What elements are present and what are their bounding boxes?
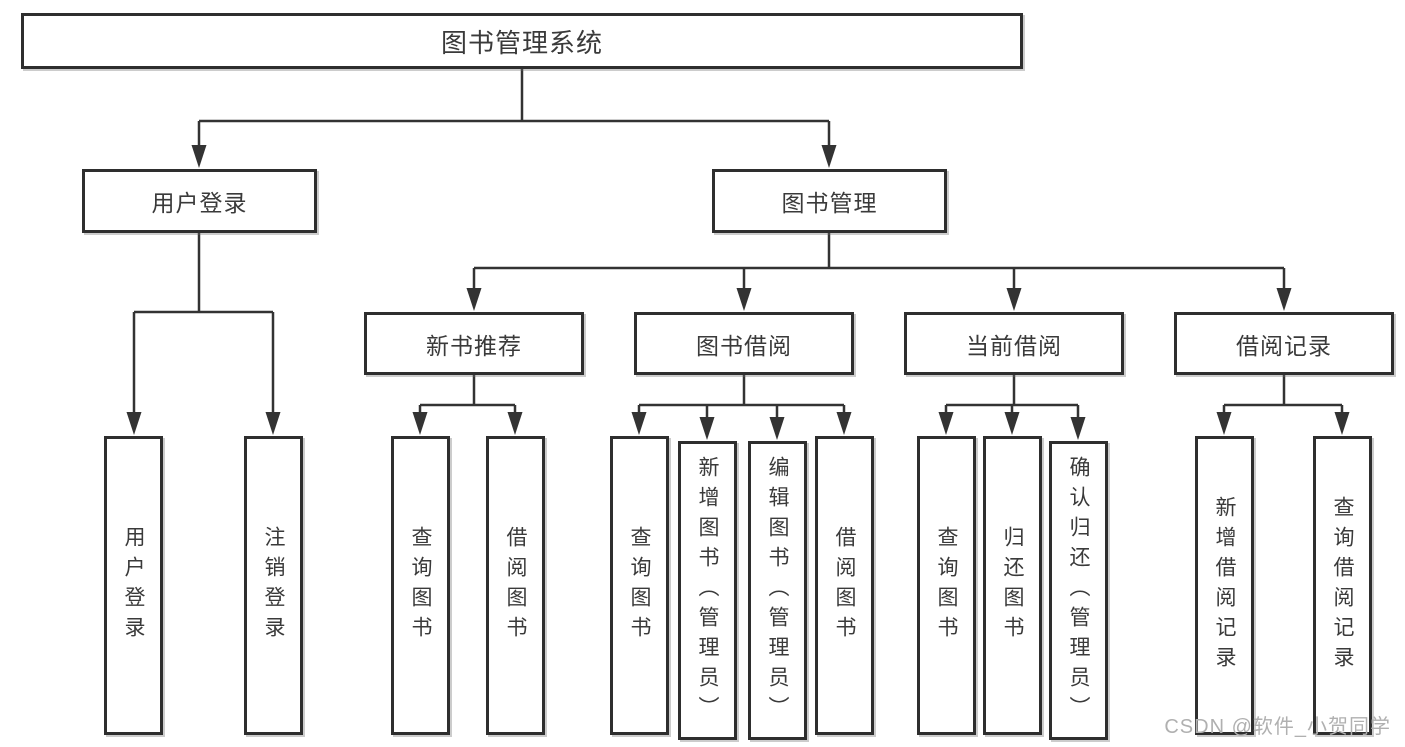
- node-user-login-label: 用户登录: [122, 525, 145, 646]
- node-query-borrow-record-label: 查询借阅记录: [1331, 495, 1354, 676]
- tree-edges: [132, 69, 1344, 419]
- node-logout-label: 注销登录: [262, 525, 285, 646]
- node-add-books-admin-label: 新增图书（管理员）: [696, 455, 719, 726]
- node-confirm-return-admin-label: 确认归还（管理员）: [1067, 455, 1090, 726]
- node-book-management-system: 图书管理系统: [21, 13, 1023, 69]
- node-borrow-books-recommend: 借阅图书: [486, 436, 545, 735]
- node-new-book-recommend: 新书推荐: [364, 312, 584, 375]
- node-query-books-borrowing-label: 查询图书: [628, 525, 651, 646]
- node-return-books-label: 归还图书: [1001, 525, 1024, 646]
- node-borrow-books-recommend-label: 借阅图书: [504, 525, 527, 646]
- node-current-borrowing-label: 当前借阅: [966, 332, 1062, 359]
- node-book-management-group: 图书管理: [712, 169, 947, 233]
- node-user-login: 用户登录: [104, 436, 163, 735]
- csdn-watermark: CSDN @软件_小贺同学: [1164, 716, 1391, 738]
- node-book-borrowing-label: 图书借阅: [696, 332, 792, 359]
- node-new-book-recommend-label: 新书推荐: [426, 332, 522, 359]
- node-query-books-current-label: 查询图书: [935, 525, 958, 646]
- node-book-management-group-label: 图书管理: [781, 190, 878, 216]
- node-add-borrow-record-label: 新增借阅记录: [1213, 495, 1236, 676]
- node-confirm-return-admin: 确认归还（管理员）: [1049, 441, 1108, 740]
- node-borrowing-records-label: 借阅记录: [1236, 332, 1332, 359]
- node-user-login-group: 用户登录: [82, 169, 317, 233]
- node-current-borrowing: 当前借阅: [904, 312, 1124, 375]
- node-logout: 注销登录: [244, 436, 303, 735]
- node-edit-books-admin-label: 编辑图书（管理员）: [766, 455, 789, 726]
- node-query-books-recommend: 查询图书: [391, 436, 450, 735]
- node-borrowing-records: 借阅记录: [1174, 312, 1394, 375]
- node-edit-books-admin: 编辑图书（管理员）: [748, 441, 807, 740]
- node-book-management-system-label: 图书管理系统: [440, 27, 603, 58]
- arrowheads: [126, 145, 1350, 440]
- node-add-borrow-record: 新增借阅记录: [1195, 436, 1254, 735]
- node-borrow-books-borrowing: 借阅图书: [815, 436, 874, 735]
- node-query-borrow-record: 查询借阅记录: [1313, 436, 1372, 735]
- node-borrow-books-borrowing-label: 借阅图书: [833, 525, 856, 646]
- node-return-books: 归还图书: [983, 436, 1042, 735]
- node-query-books-borrowing: 查询图书: [610, 436, 669, 735]
- node-add-books-admin: 新增图书（管理员）: [678, 441, 737, 740]
- node-query-books-recommend-label: 查询图书: [409, 525, 432, 646]
- node-query-books-current: 查询图书: [917, 436, 976, 735]
- node-user-login-group-label: 用户登录: [151, 190, 248, 216]
- node-book-borrowing: 图书借阅: [634, 312, 854, 375]
